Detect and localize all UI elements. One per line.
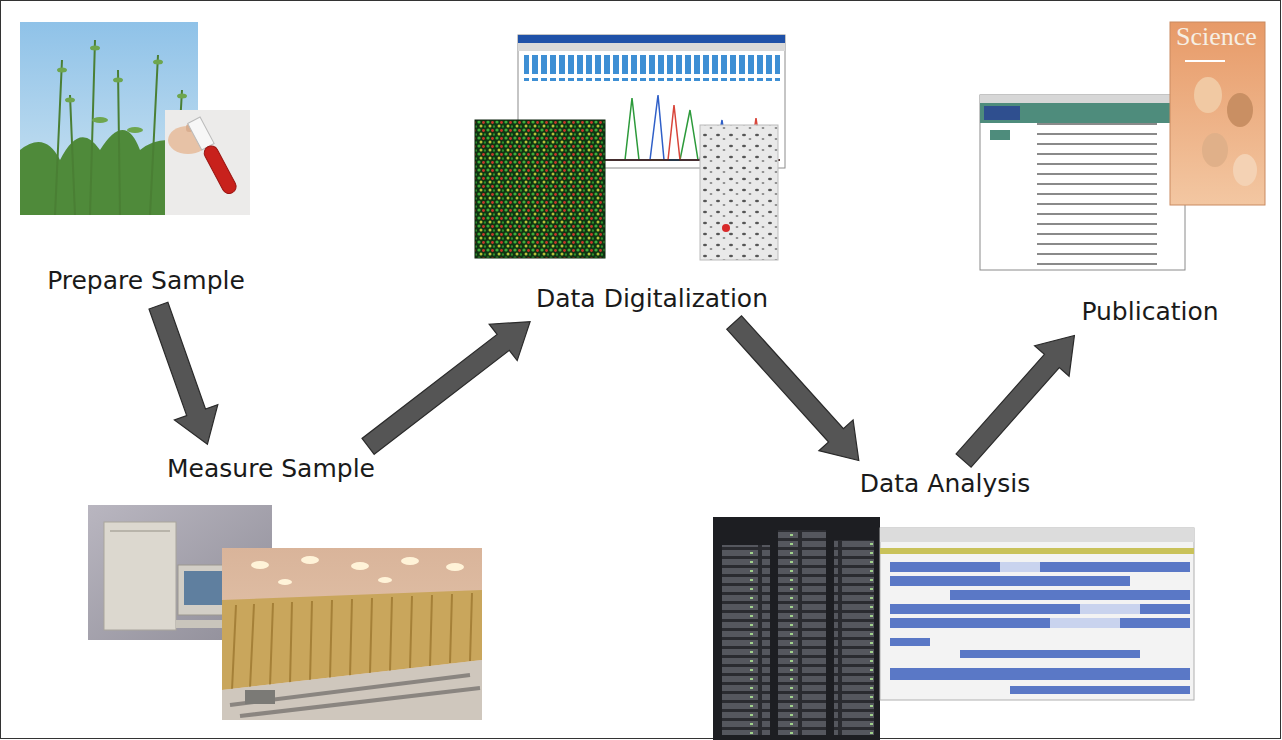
- stage-name: Measure Sample: [167, 454, 375, 484]
- page-tab: [990, 130, 1010, 140]
- rack-slots: [778, 530, 826, 735]
- face: [1233, 154, 1257, 186]
- flow-arrow: [149, 302, 218, 444]
- test-tube: [188, 117, 239, 196]
- stage-label: Data Analysis: [854, 465, 1037, 503]
- cover-title: Science: [1176, 22, 1257, 52]
- panel-line: [110, 530, 170, 532]
- flow-arrow: [727, 316, 859, 461]
- stage-label: Measure Sample: [161, 450, 381, 488]
- microarray-image: [475, 120, 605, 258]
- flow-arrow: [362, 322, 530, 455]
- stage-name: Prepare Sample: [47, 266, 245, 296]
- rack: [713, 517, 880, 740]
- title-bar: [518, 35, 785, 43]
- stage-name: Data Analysis: [860, 469, 1031, 499]
- stage-label: Prepare Sample: [41, 262, 251, 300]
- genome-browser: [880, 528, 1194, 700]
- screen: [184, 571, 228, 605]
- cover-line: [1185, 60, 1225, 62]
- toolbar: [880, 528, 1194, 542]
- greenhouse-photo: [222, 548, 482, 720]
- gel: [700, 125, 778, 260]
- track-gaps: [1000, 562, 1140, 628]
- floor: [222, 660, 482, 720]
- feature-tracks: [890, 562, 1190, 694]
- photo-ground: [222, 548, 482, 720]
- browser-bar: [980, 95, 1185, 103]
- menu-bar: [518, 43, 785, 51]
- sequencer: [104, 522, 176, 630]
- stage-name: Data Digitalization: [536, 284, 768, 314]
- server-photo: [713, 517, 880, 740]
- cover: [1170, 22, 1265, 205]
- stage-label: Publication: [1075, 293, 1224, 331]
- face: [1202, 133, 1228, 167]
- site-header: [980, 103, 1185, 123]
- window: [880, 528, 1194, 700]
- page: [980, 95, 1185, 270]
- logo: [984, 106, 1020, 120]
- photo-ground: [165, 110, 250, 215]
- face: [1227, 93, 1253, 127]
- base-bars: [524, 55, 780, 81]
- stage-label: Data Digitalization: [530, 280, 774, 318]
- stems: [55, 40, 182, 215]
- rack-slots: [722, 545, 770, 735]
- marked-spot: [722, 224, 730, 232]
- stage-name: Publication: [1081, 297, 1218, 327]
- tray: [245, 690, 275, 704]
- rack-slots: [834, 540, 874, 735]
- rails: [230, 675, 480, 716]
- face: [1194, 77, 1222, 113]
- gel-image: [700, 125, 778, 260]
- webpage-screenshot: [980, 95, 1185, 270]
- test-tube-photo: [165, 110, 250, 215]
- lamps: [251, 556, 464, 585]
- ruler: [880, 548, 1194, 554]
- science-cover: [1170, 22, 1265, 205]
- flow-arrow: [956, 336, 1074, 468]
